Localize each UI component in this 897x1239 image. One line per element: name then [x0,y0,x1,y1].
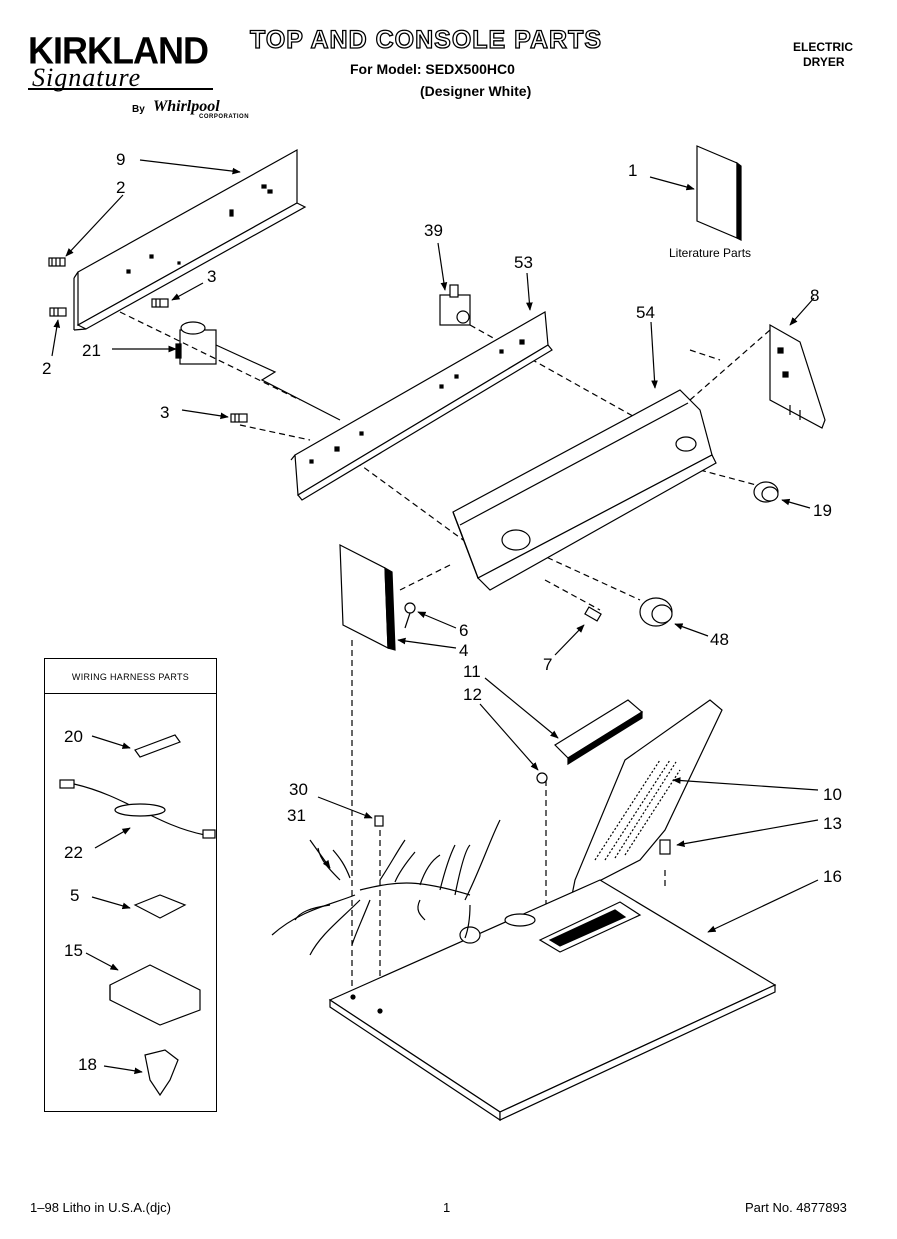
brand-corporation-label: CORPORATION [199,114,250,120]
part-22-jumper-wire [59,779,216,849]
part-30-clip [317,796,384,827]
product-type-line2: DRYER [803,55,845,69]
page-title: TOP AND CONSOLE PARTS [249,25,603,54]
callout-39: 39 [424,221,443,240]
callout-21: 21 [82,341,101,360]
part-18-strain-relief [103,1049,179,1097]
callout-48: 48 [710,630,729,649]
callout-16: 16 [823,867,842,886]
callout-13: 13 [823,814,842,833]
callout-8: 8 [810,286,819,305]
part-15-terminal-block [85,952,201,1026]
part-39-switch [437,242,471,326]
part-9-rear-panel [73,148,307,331]
footer-print-info: 1–98 Litho in U.S.A.(djc) [30,1200,171,1215]
footer-page-number: 1 [443,1200,451,1215]
callout-18: 18 [78,1055,97,1074]
callout-22: 22 [64,843,83,862]
brand-by-label: By [132,104,145,115]
footer-part-number: Part No. 4877893 [745,1200,847,1215]
part-48-knob [639,597,709,637]
screw-part-3-top [151,282,204,308]
callout-53: 53 [514,253,533,272]
screw-part-6 [404,602,457,629]
screw-part-3-mid [181,409,248,423]
part-10-lint-housing [571,699,819,897]
callout-19: 19 [813,501,832,520]
callout-31: 31 [287,806,306,825]
part-20-terminal [91,734,181,758]
part-5-connector [91,894,187,919]
callout-2-top: 2 [116,178,125,197]
callout-4: 4 [459,641,468,660]
literature-booklet [649,145,742,241]
callout-3-top: 3 [207,267,216,286]
brand-underline [28,88,213,90]
part-16-top-panel [328,879,819,1122]
literature-parts-label: Literature Parts [669,246,751,260]
part-54-console [452,321,717,591]
part-11-lint-cover [484,677,644,766]
part-53-console-bracket [290,272,553,501]
model-color: (Designer White) [420,83,532,99]
part-8-end-cap [769,297,826,429]
callout-12: 12 [463,685,482,704]
product-type-line1: ELECTRIC [793,40,853,54]
callout-1: 1 [628,161,637,180]
callout-5: 5 [70,886,79,905]
screw-part-2-top [48,194,124,267]
callout-11: 11 [463,662,481,681]
callout-10: 10 [823,785,842,804]
callout-6: 6 [459,621,468,640]
brand-logo-wordmark: KIRKLAND [28,28,209,72]
callout-3-mid: 3 [160,403,169,422]
part-12-clip [479,703,548,784]
screw-part-13 [659,819,819,855]
callout-labels: 1 2 2 3 3 4 5 6 7 8 9 10 11 12 13 15 16 … [42,150,842,1074]
callout-15: 15 [64,941,83,960]
wiring-harness-title: WIRING HARNESS PARTS [45,659,216,694]
callout-7: 7 [543,655,552,674]
callout-9: 9 [116,150,125,169]
part-31-wiring-harness [271,819,501,956]
screw-part-7 [554,606,602,656]
callout-2-bottom: 2 [42,359,51,378]
callout-54: 54 [636,303,655,322]
part-19-knob [753,481,811,509]
part-21-timer [112,321,341,421]
callout-30: 30 [289,780,308,799]
callout-20: 20 [64,727,83,746]
brand-logo-script: Signature [32,63,142,92]
wiring-harness-parts-box: WIRING HARNESS PARTS [44,658,217,1112]
model-number: For Model: SEDX500HC0 [350,61,515,77]
brand-maker-logo: Whirlpool [153,98,220,115]
screw-part-2-bottom [49,307,67,357]
part-4-bracket [339,544,457,651]
